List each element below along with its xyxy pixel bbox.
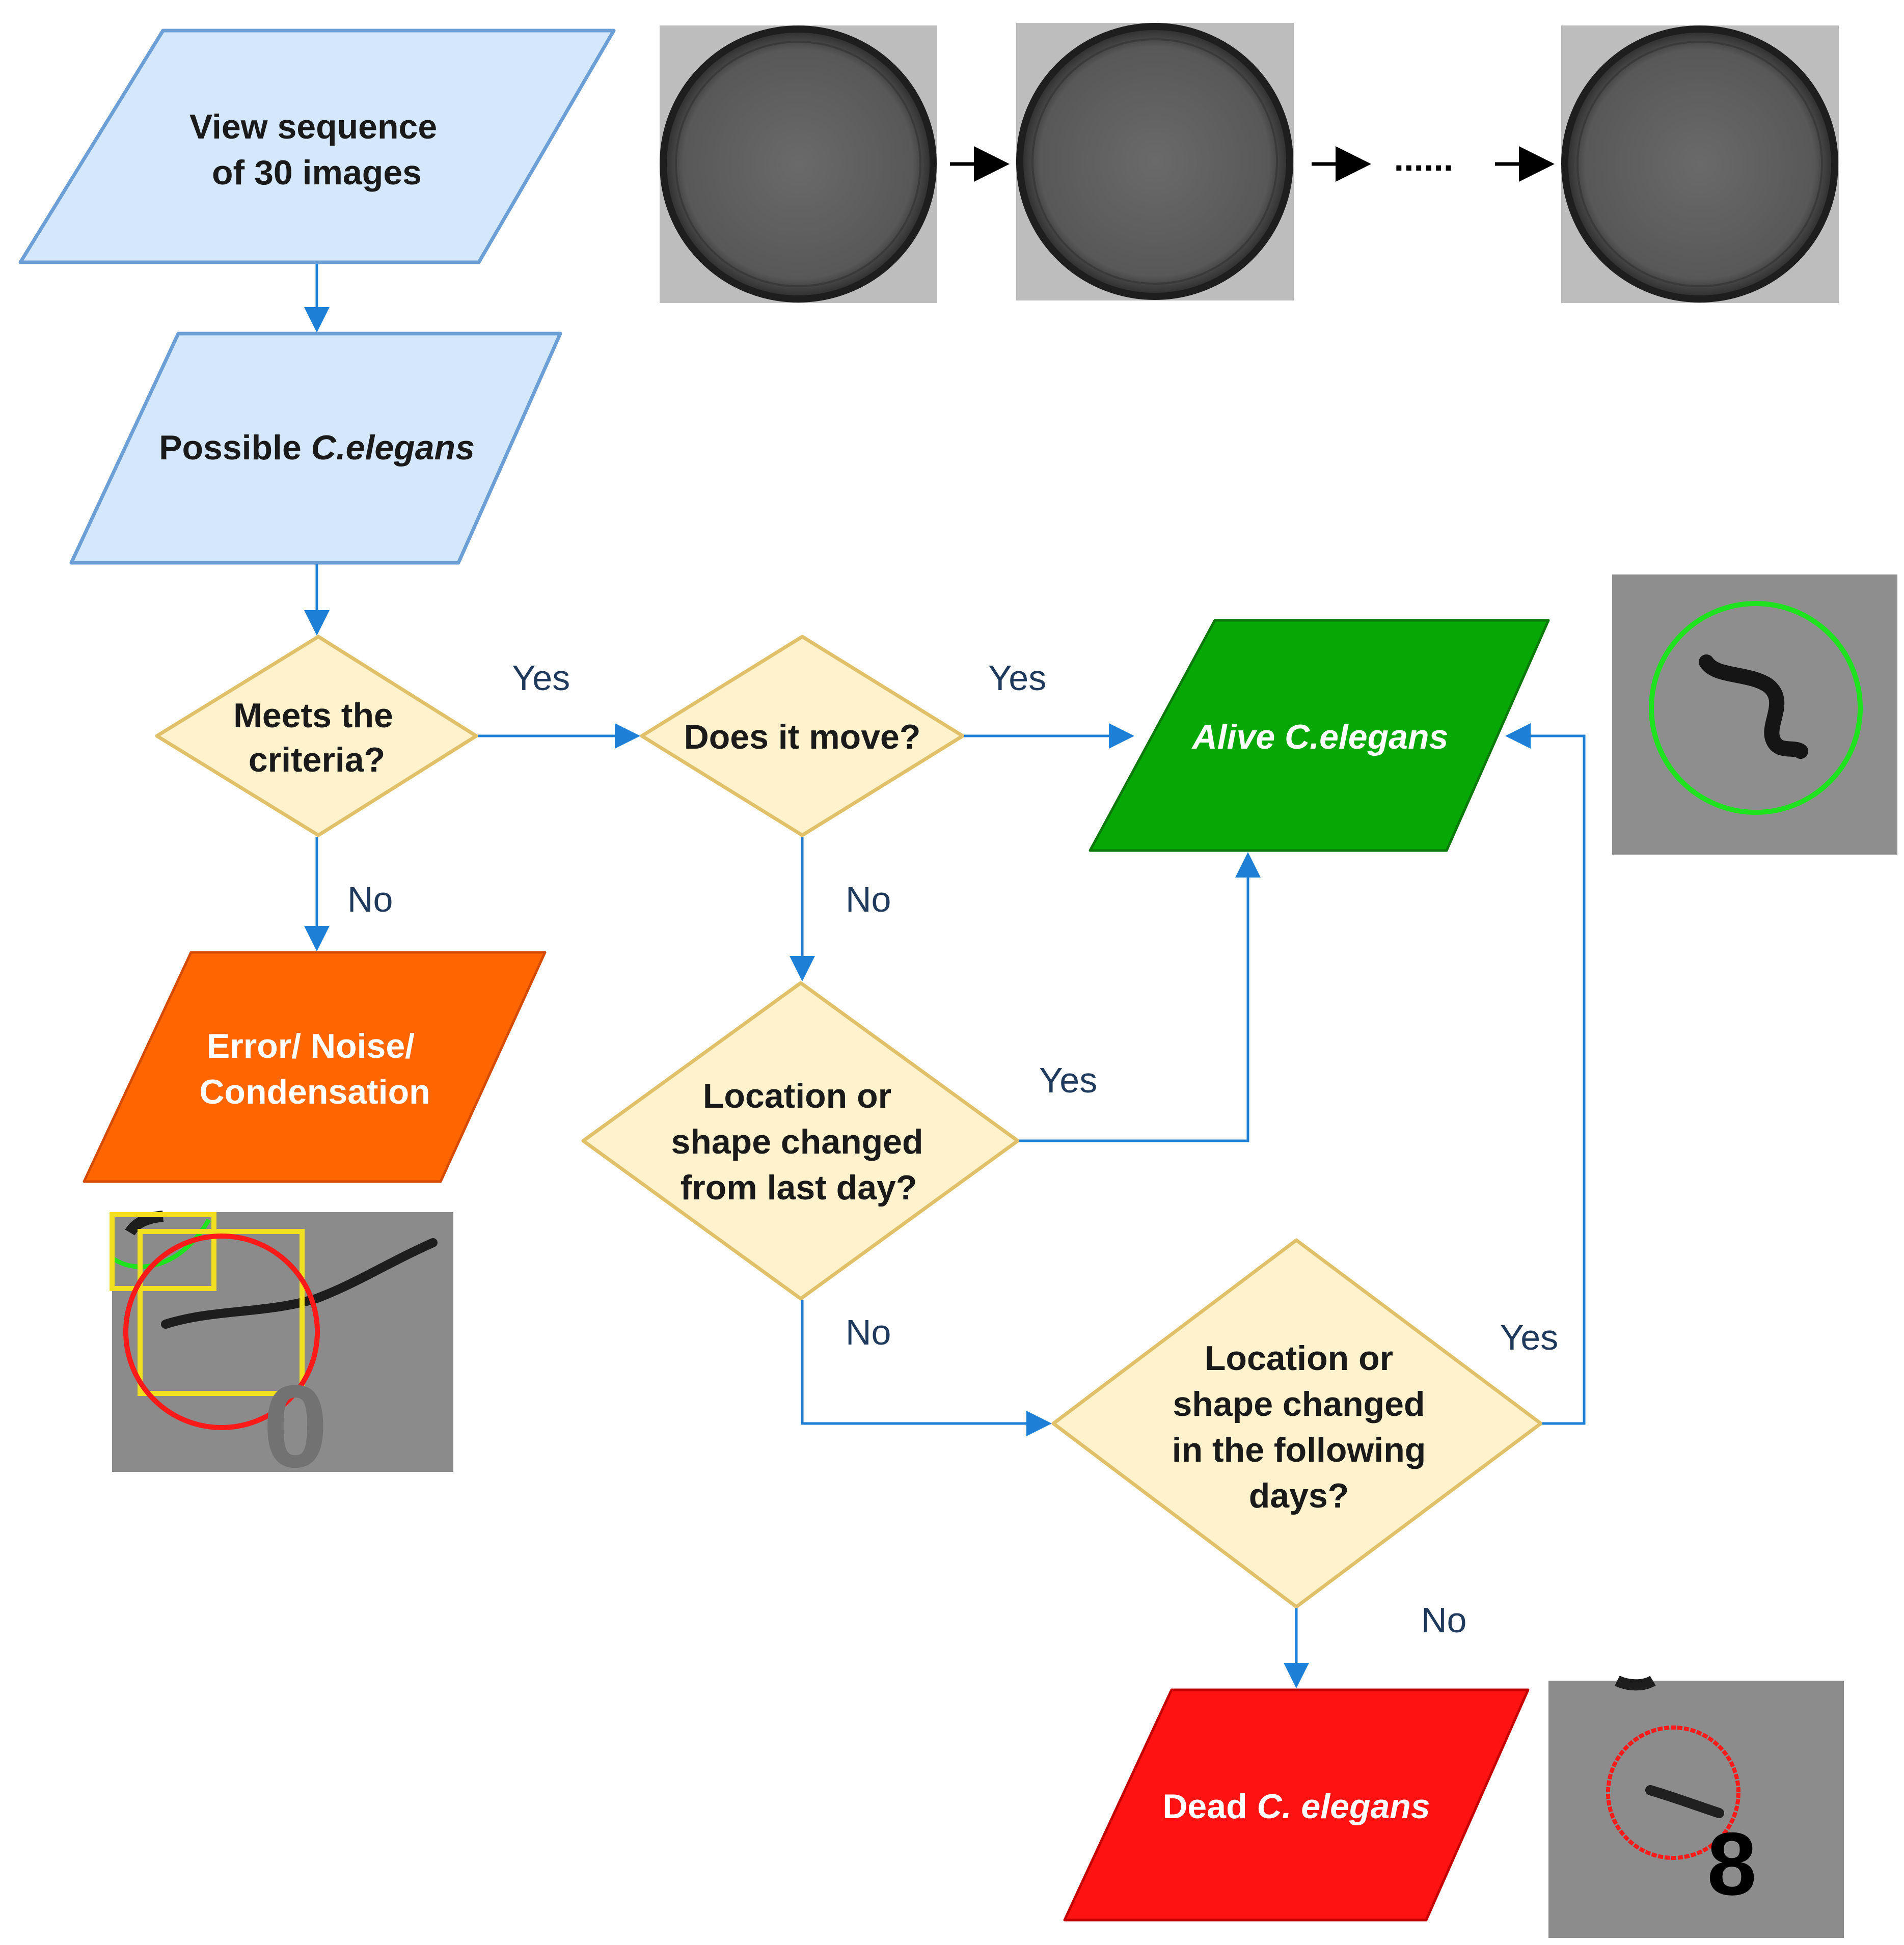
image-sequence: ...... (660, 23, 1839, 303)
node-changed-last-day: Location or shape changed from last day? (581, 981, 1020, 1301)
alive-italic: C.elegans (1285, 718, 1448, 756)
following-no-label: No (1421, 1600, 1466, 1640)
edge-lastday-to-following (801, 1300, 1052, 1436)
changed-following-line3: in the following (1172, 1431, 1426, 1469)
criteria-yes-label: Yes (512, 658, 570, 698)
move-no-label: No (846, 880, 891, 919)
following-yes-label: Yes (1500, 1318, 1558, 1357)
alive-worm-thumbnail (1612, 574, 1897, 855)
move-yes-label: Yes (988, 658, 1046, 698)
alive-prefix: Alive (1191, 718, 1285, 756)
dish-image-last (1561, 25, 1839, 303)
dish-image-1 (660, 25, 937, 303)
meets-criteria-line2: criteria? (249, 741, 385, 779)
changed-last-day-line1: Location or (703, 1077, 891, 1115)
dish-image-2 (1016, 23, 1294, 300)
possible-prefix: Possible (159, 428, 311, 467)
error-line2: Condensation (199, 1073, 430, 1111)
view-sequence-line1: View sequence (189, 107, 437, 146)
dead-worm-thumbnail: 8 (1548, 1675, 1844, 1938)
changed-following-line2: shape changed (1173, 1385, 1425, 1423)
sequence-ellipsis: ...... (1394, 139, 1454, 178)
noise-thumbnail-digit: 0 (263, 1361, 328, 1492)
lastday-yes-label: Yes (1039, 1060, 1097, 1100)
dead-label: Dead C. elegans (1162, 1787, 1430, 1826)
changed-following-line1: Location or (1205, 1339, 1393, 1378)
edge-lastday-to-alive (1019, 852, 1261, 1142)
node-alive-celegans: Alive C.elegans (1089, 619, 1550, 852)
meets-criteria-line1: Meets the (233, 696, 393, 735)
does-it-move-label: Does it move? (684, 718, 921, 756)
lastday-no-label: No (846, 1312, 891, 1352)
node-error-noise: Error/ Noise/ Condensation (83, 951, 547, 1183)
error-line1: Error/ Noise/ (207, 1027, 415, 1065)
node-view-sequence: View sequence of 30 images (18, 29, 616, 264)
node-does-it-move: Does it move? (640, 635, 965, 837)
edge-following-to-alive (1505, 723, 1586, 1425)
changed-last-day-line3: from last day? (681, 1168, 917, 1207)
possible-label: Possible C.elegans (159, 428, 475, 467)
view-sequence-line2: of 30 images (212, 153, 422, 192)
dead-thumbnail-digit: 8 (1707, 1815, 1756, 1914)
changed-last-day-line2: shape changed (671, 1122, 923, 1161)
node-possible-celegans: Possible C.elegans (69, 332, 562, 565)
node-changed-following: Location or shape changed in the followi… (1051, 1238, 1543, 1609)
edge-labels: Yes No Yes No Yes No Yes No (347, 658, 1558, 1640)
dead-italic: C. elegans (1257, 1787, 1430, 1826)
noise-thumbnail: 0 (110, 1211, 453, 1492)
criteria-no-label: No (347, 880, 393, 919)
alive-label: Alive C.elegans (1191, 718, 1449, 756)
changed-following-line4: days? (1249, 1476, 1349, 1515)
node-meets-criteria: Meets the criteria? (155, 635, 478, 837)
possible-italic: C.elegans (311, 428, 475, 467)
connectors (304, 264, 1586, 1688)
node-dead-celegans: Dead C. elegans (1063, 1688, 1530, 1922)
dead-prefix: Dead (1162, 1787, 1257, 1826)
